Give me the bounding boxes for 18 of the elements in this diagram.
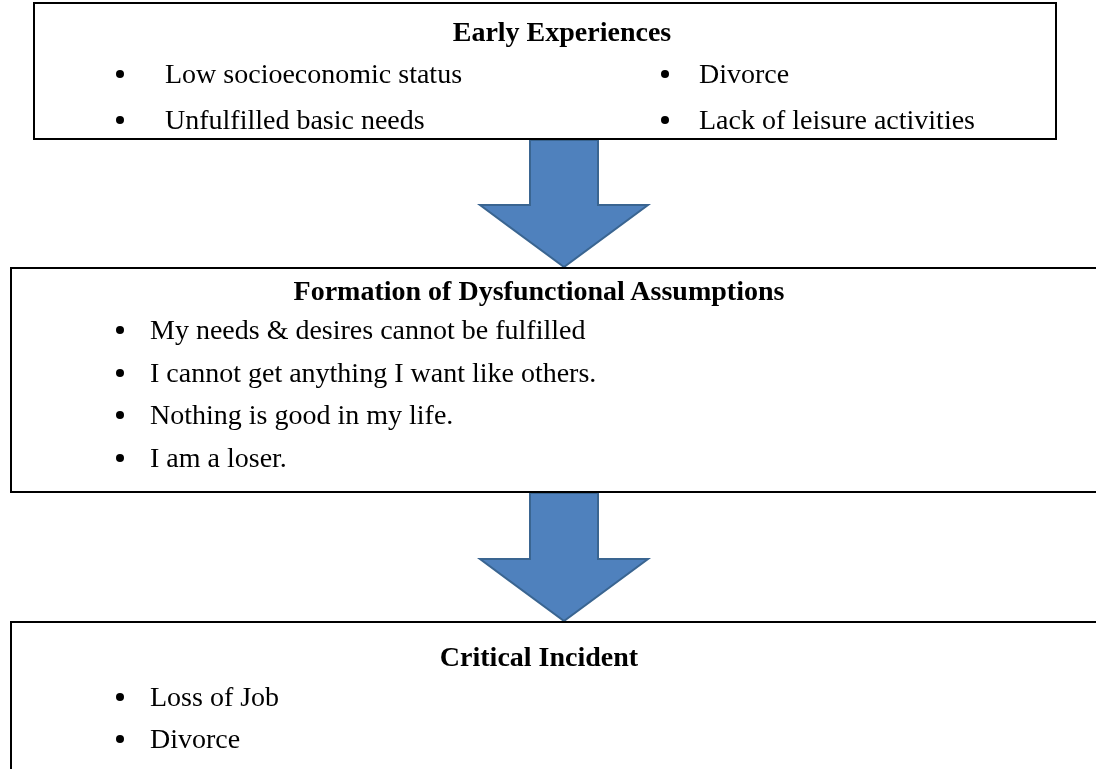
- list-item: Unfulfilled basic needs: [165, 103, 425, 137]
- list-item: I am a loser.: [150, 441, 287, 475]
- list-item: I cannot get anything I want like others.: [150, 356, 597, 390]
- box-heading: Formation of Dysfunctional Assumptions: [293, 274, 785, 308]
- list-item: Nothing is good in my life.: [150, 398, 454, 432]
- list-item: My needs & desires cannot be fulfilled: [150, 313, 586, 347]
- block-arrow: [476, 492, 652, 623]
- list-item: Lack of leisure activities: [699, 103, 975, 137]
- box-heading: Early Experiences: [452, 15, 672, 49]
- text-box: [10, 621, 1096, 769]
- text-box: [10, 267, 1096, 493]
- text-box: [33, 2, 1057, 140]
- box-heading: Critical Incident: [439, 640, 639, 674]
- block-arrow: [476, 139, 652, 269]
- list-item: Divorce: [150, 722, 241, 756]
- list-item: Low socioeconomic status: [165, 57, 463, 91]
- list-item: Divorce: [699, 57, 790, 91]
- list-item: Loss of Job: [150, 680, 280, 714]
